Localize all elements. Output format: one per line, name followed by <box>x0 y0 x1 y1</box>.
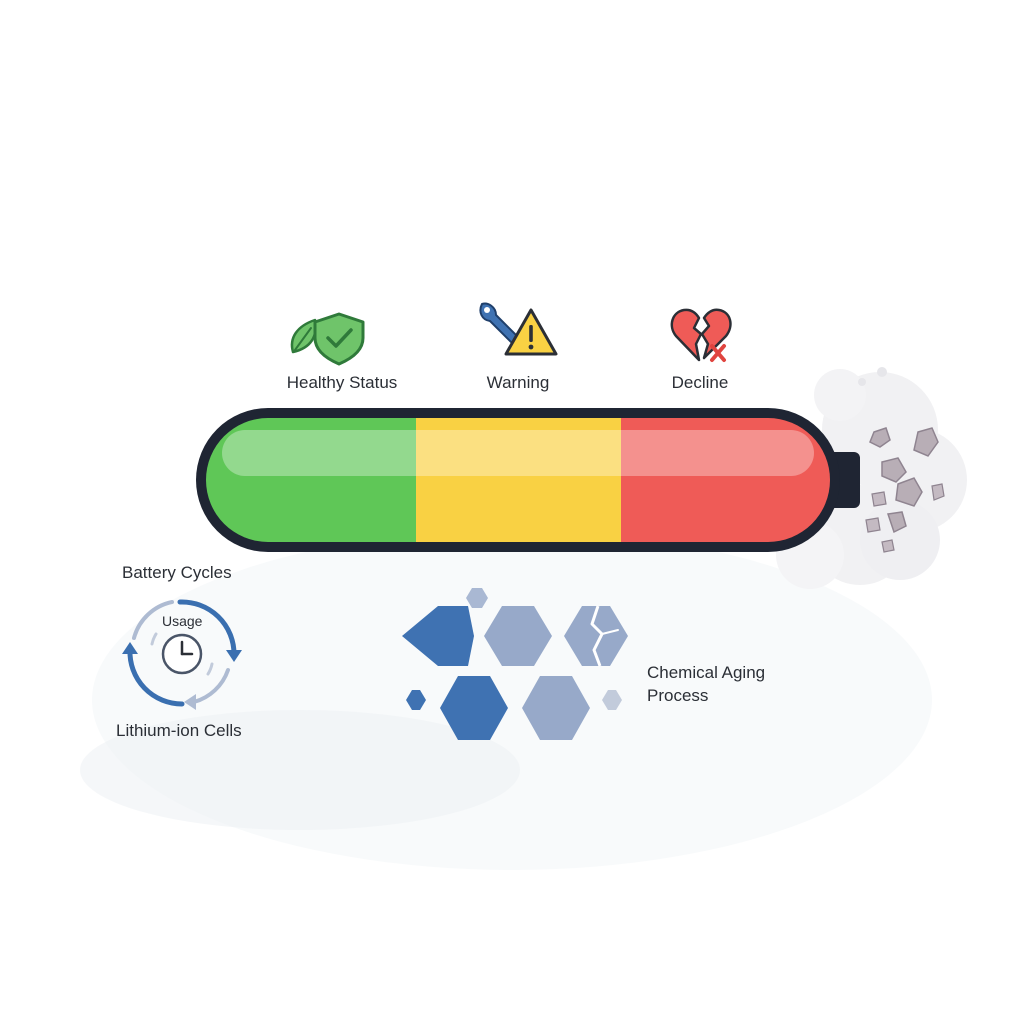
cycles-center-label: Usage <box>162 613 203 629</box>
battery-segment-healthy <box>206 418 416 542</box>
battery-gloss <box>222 430 814 476</box>
cycles-title: Battery Cycles <box>122 563 232 582</box>
aging-label-line1: Chemical Aging <box>647 663 766 682</box>
battery-segment-decline <box>621 418 830 542</box>
debris-cloud-icon <box>776 367 967 589</box>
clock-cycle-icon <box>116 590 248 714</box>
broken-heart-icon <box>668 304 734 366</box>
status-label-decline: Decline <box>671 373 729 392</box>
hexagon-cluster-icon <box>398 584 642 756</box>
battery-segment-warning <box>416 418 621 542</box>
status-label-healthy: Healthy Status <box>286 373 398 392</box>
wrench-warning-icon <box>476 296 562 360</box>
leaf-shield-check-icon <box>285 308 375 366</box>
cycles-caption: Lithium-ion Cells <box>116 721 242 740</box>
aging-label-line2: Process <box>647 686 709 705</box>
status-label-warning: Warning <box>486 373 550 392</box>
